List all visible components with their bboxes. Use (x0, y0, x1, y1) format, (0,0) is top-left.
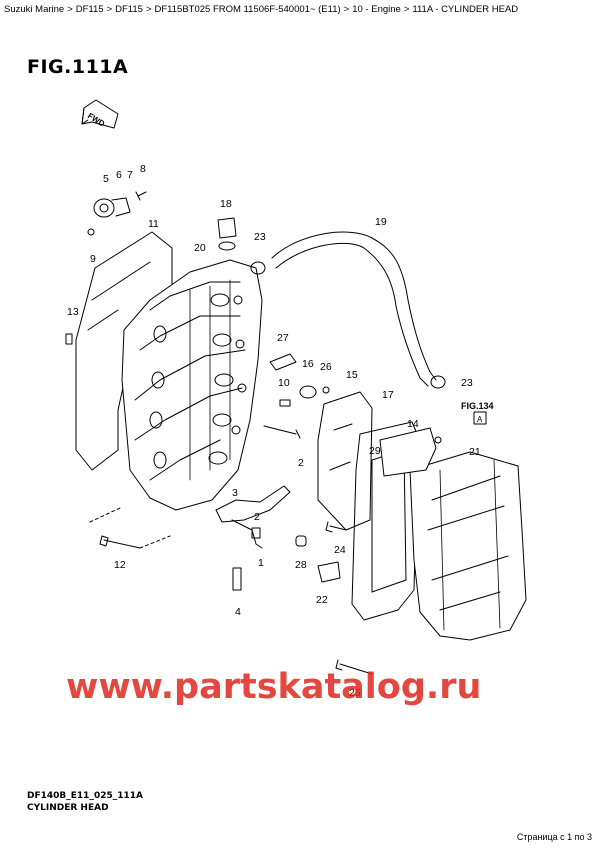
breather-hose (271, 231, 437, 381)
callout-15[interactable]: 15 (346, 369, 358, 381)
callout-22[interactable]: 22 (316, 594, 328, 606)
callout-11[interactable]: 11 (148, 218, 159, 230)
callout-24[interactable]: 24 (334, 544, 346, 556)
bolt-9 (87, 228, 95, 236)
bracket-14 (379, 427, 437, 477)
callout-23b[interactable]: 23 (461, 377, 473, 389)
callout-26[interactable]: 26 (320, 361, 332, 373)
bolt-10 (279, 399, 291, 407)
oil-filler-cap (217, 217, 237, 239)
callout-18[interactable]: 18 (220, 198, 232, 210)
callout-2b[interactable]: 2 (254, 511, 260, 523)
grommet-28 (295, 535, 307, 547)
figure-code: DF140B_E11_025_111A (27, 791, 143, 801)
callout-2[interactable]: 2 (298, 457, 304, 469)
watermark: www.partskatalog.ru (66, 667, 481, 707)
callout-3[interactable]: 3 (232, 487, 238, 499)
breadcrumb-item-model[interactable]: DF115 (75, 4, 104, 15)
cylinder-head (121, 259, 263, 511)
hose-clamp-23 (250, 261, 266, 275)
breadcrumb-separator: > (403, 4, 410, 15)
dowel-pin-13 (65, 333, 73, 345)
callout-19[interactable]: 19 (375, 216, 387, 228)
breadcrumb-item-current: 111A - CYLINDER HEAD (412, 4, 519, 15)
cylinder-head-cover (409, 451, 527, 641)
sensor-27 (269, 353, 297, 371)
bolt-4 (232, 567, 242, 591)
breadcrumb: Suzuki Marine>DF115>DF115>DF115BT025 FRO… (4, 4, 518, 15)
callout-17[interactable]: 17 (382, 389, 394, 401)
callout-12[interactable]: 12 (114, 559, 126, 571)
ref-box (473, 411, 487, 425)
breadcrumb-separator: > (145, 4, 152, 15)
callout-1[interactable]: 1 (258, 557, 264, 569)
breadcrumb-separator: > (106, 4, 113, 15)
breadcrumb-separator: > (67, 4, 73, 15)
callout-5[interactable]: 5 (103, 173, 109, 185)
callout-4[interactable]: 4 (235, 606, 241, 618)
bolt-25 (335, 659, 373, 675)
callout-13[interactable]: 13 (67, 306, 79, 318)
ref-fig-link[interactable]: FIG.134 (461, 401, 494, 411)
figure-caption: CYLINDER HEAD (27, 803, 109, 813)
breadcrumb-item-serial[interactable]: DF115BT025 FROM 11506F-540001~ (E11) (154, 4, 341, 15)
callout-25[interactable]: 25 (349, 687, 361, 699)
bolt-2 (251, 527, 261, 539)
camshaft-cap (215, 485, 291, 523)
gasket-17 (351, 421, 419, 621)
callout-28[interactable]: 28 (295, 559, 307, 571)
callout-21[interactable]: 21 (469, 446, 481, 458)
breadcrumb-separator: > (343, 4, 350, 15)
callout-9[interactable]: 9 (90, 253, 96, 265)
callout-27[interactable]: 27 (277, 332, 289, 344)
bolt-26 (322, 386, 330, 394)
callout-23[interactable]: 23 (254, 231, 266, 243)
callout-10[interactable]: 10 (278, 377, 290, 389)
fwd-arrow-icon (81, 99, 119, 129)
callout-29[interactable]: 29 (369, 445, 381, 457)
callout-labels: 1 2 2 3 4 5 6 7 8 9 10 11 12 13 14 15 16… (67, 163, 481, 699)
breadcrumb-item-submodel[interactable]: DF115 (115, 4, 143, 15)
ref-box-label: A (477, 415, 483, 424)
callout-6[interactable]: 6 (116, 169, 122, 181)
callout-14[interactable]: 14 (407, 418, 419, 430)
clamp-22 (317, 561, 341, 583)
thermostat-cover (93, 198, 115, 218)
breadcrumb-item-section[interactable]: 10 - Engine (352, 4, 401, 15)
bolt-24 (325, 521, 347, 533)
callout-20[interactable]: 20 (194, 242, 206, 254)
figure-title: FIG.111A (27, 56, 129, 78)
bolt-12 (99, 535, 141, 549)
breadcrumb-item-brand[interactable]: Suzuki Marine (4, 4, 65, 15)
callout-8[interactable]: 8 (140, 163, 146, 175)
gasket-15 (317, 391, 373, 531)
hose-clamp-23b (430, 375, 446, 389)
o-ring-16 (299, 385, 317, 399)
callout-7[interactable]: 7 (127, 169, 133, 181)
page-indicator: Страница с 1 по 3 (516, 832, 592, 842)
callout-16[interactable]: 16 (302, 358, 314, 370)
